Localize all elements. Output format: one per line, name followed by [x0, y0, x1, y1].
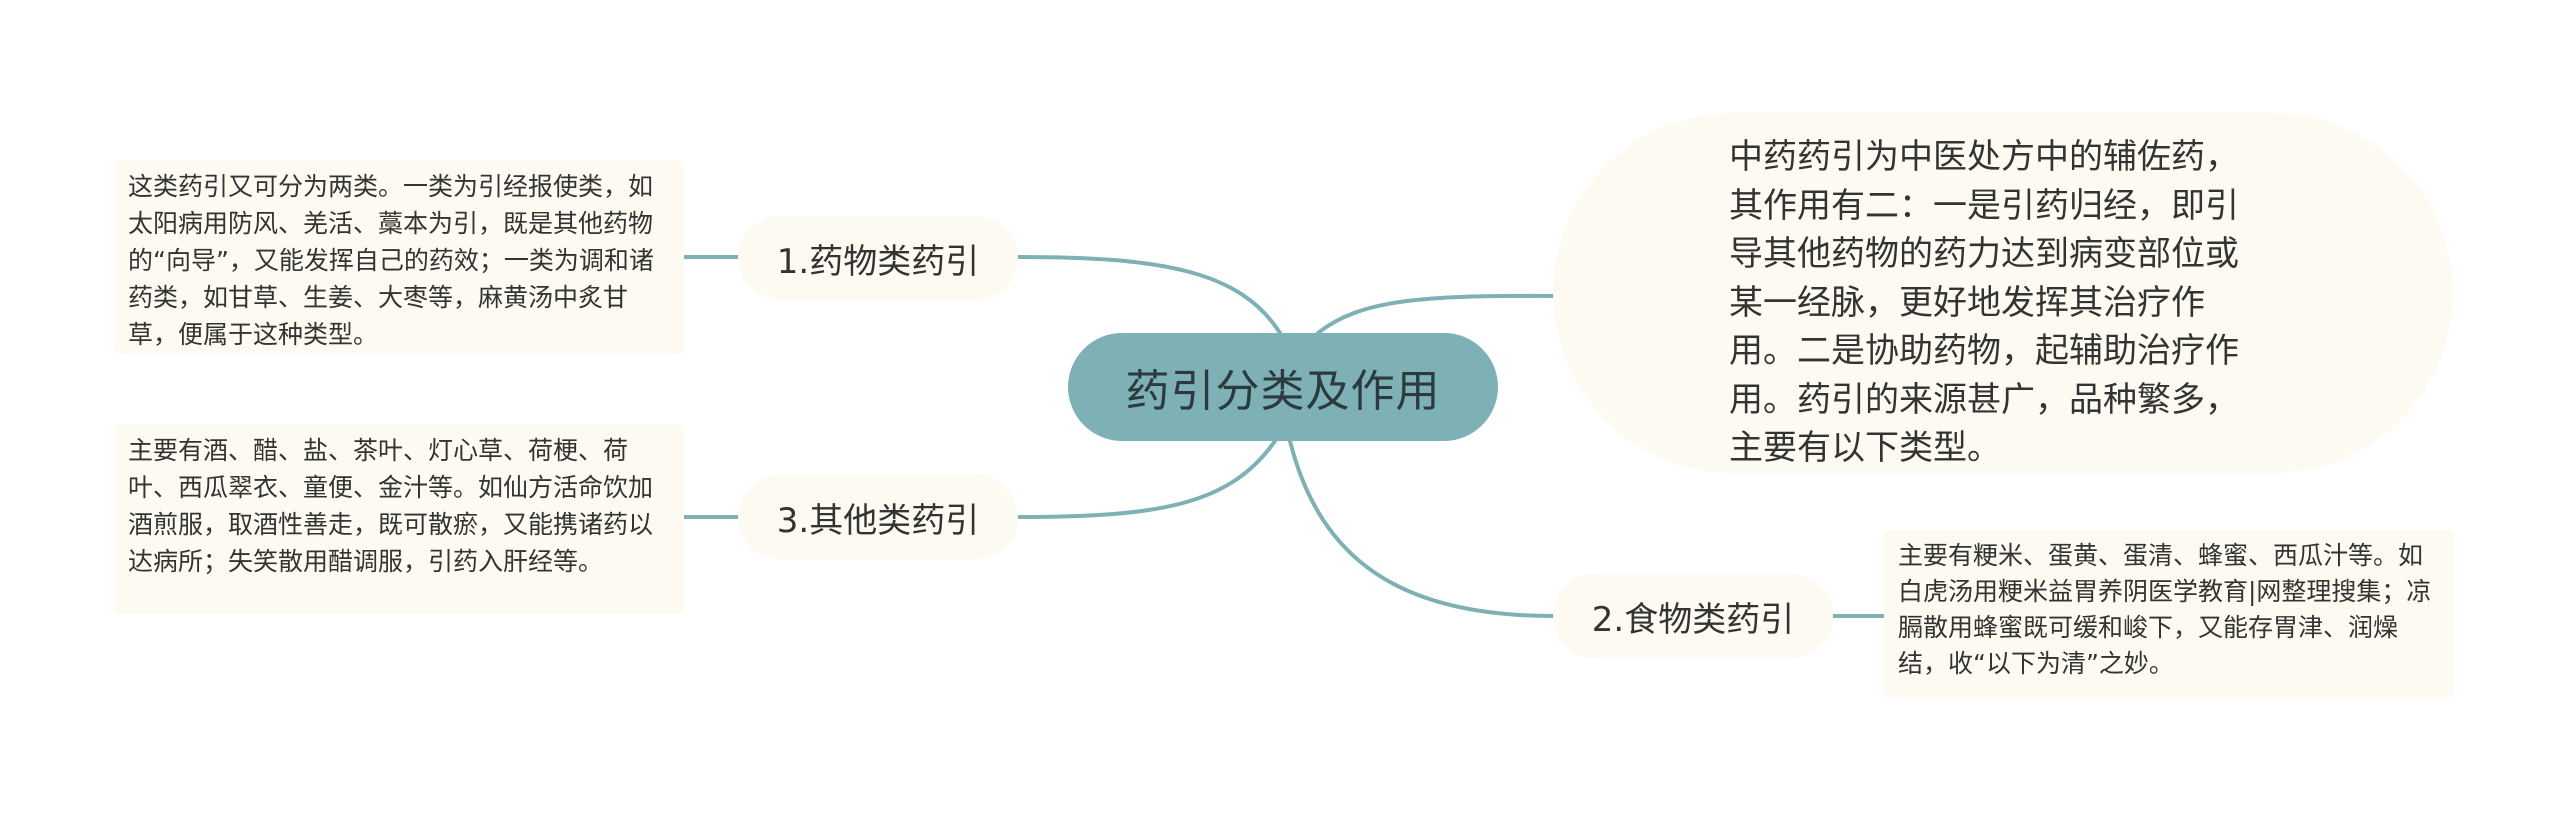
intro-text: 中药药引为中医处方中的辅佐药，其作用有二：一是引药归经，即引导其他药物的药力达到… [1729, 137, 2239, 468]
branch-food-type[interactable]: 2.食物类药引 [1553, 574, 1833, 658]
connector-center-intro [1316, 293, 1555, 335]
branch-other-type-description[interactable]: 主要有酒、醋、盐、茶叶、灯心草、荷梗、荷叶、西瓜翠衣、童便、金汁等。如仙方活命饮… [114, 424, 684, 614]
branch-food-type-description[interactable]: 主要有粳米、蛋黄、蛋清、蜂蜜、西瓜汁等。如白虎汤用粳米益胃养阴医学教育|网整理搜… [1884, 530, 2454, 698]
intro-node[interactable]: 中药药引为中医处方中的辅佐药，其作用有二：一是引药归经，即引导其他药物的药力达到… [1553, 113, 2453, 473]
central-topic[interactable]: 药引分类及作用 [1068, 333, 1498, 441]
branch-drug-type-description[interactable]: 这类药引又可分为两类。一类为引经报使类，如太阳病用防风、羌活、藁本为引，既是其他… [114, 160, 684, 354]
branch-drug-type[interactable]: 1.药物类药引 [738, 216, 1018, 300]
branch-other-type[interactable]: 3.其他类药引 [738, 475, 1018, 559]
connector-center-branch-3 [1016, 439, 1277, 519]
connector-center-branch-2 [1288, 439, 1555, 618]
connector-center-branch-1 [1016, 255, 1282, 335]
